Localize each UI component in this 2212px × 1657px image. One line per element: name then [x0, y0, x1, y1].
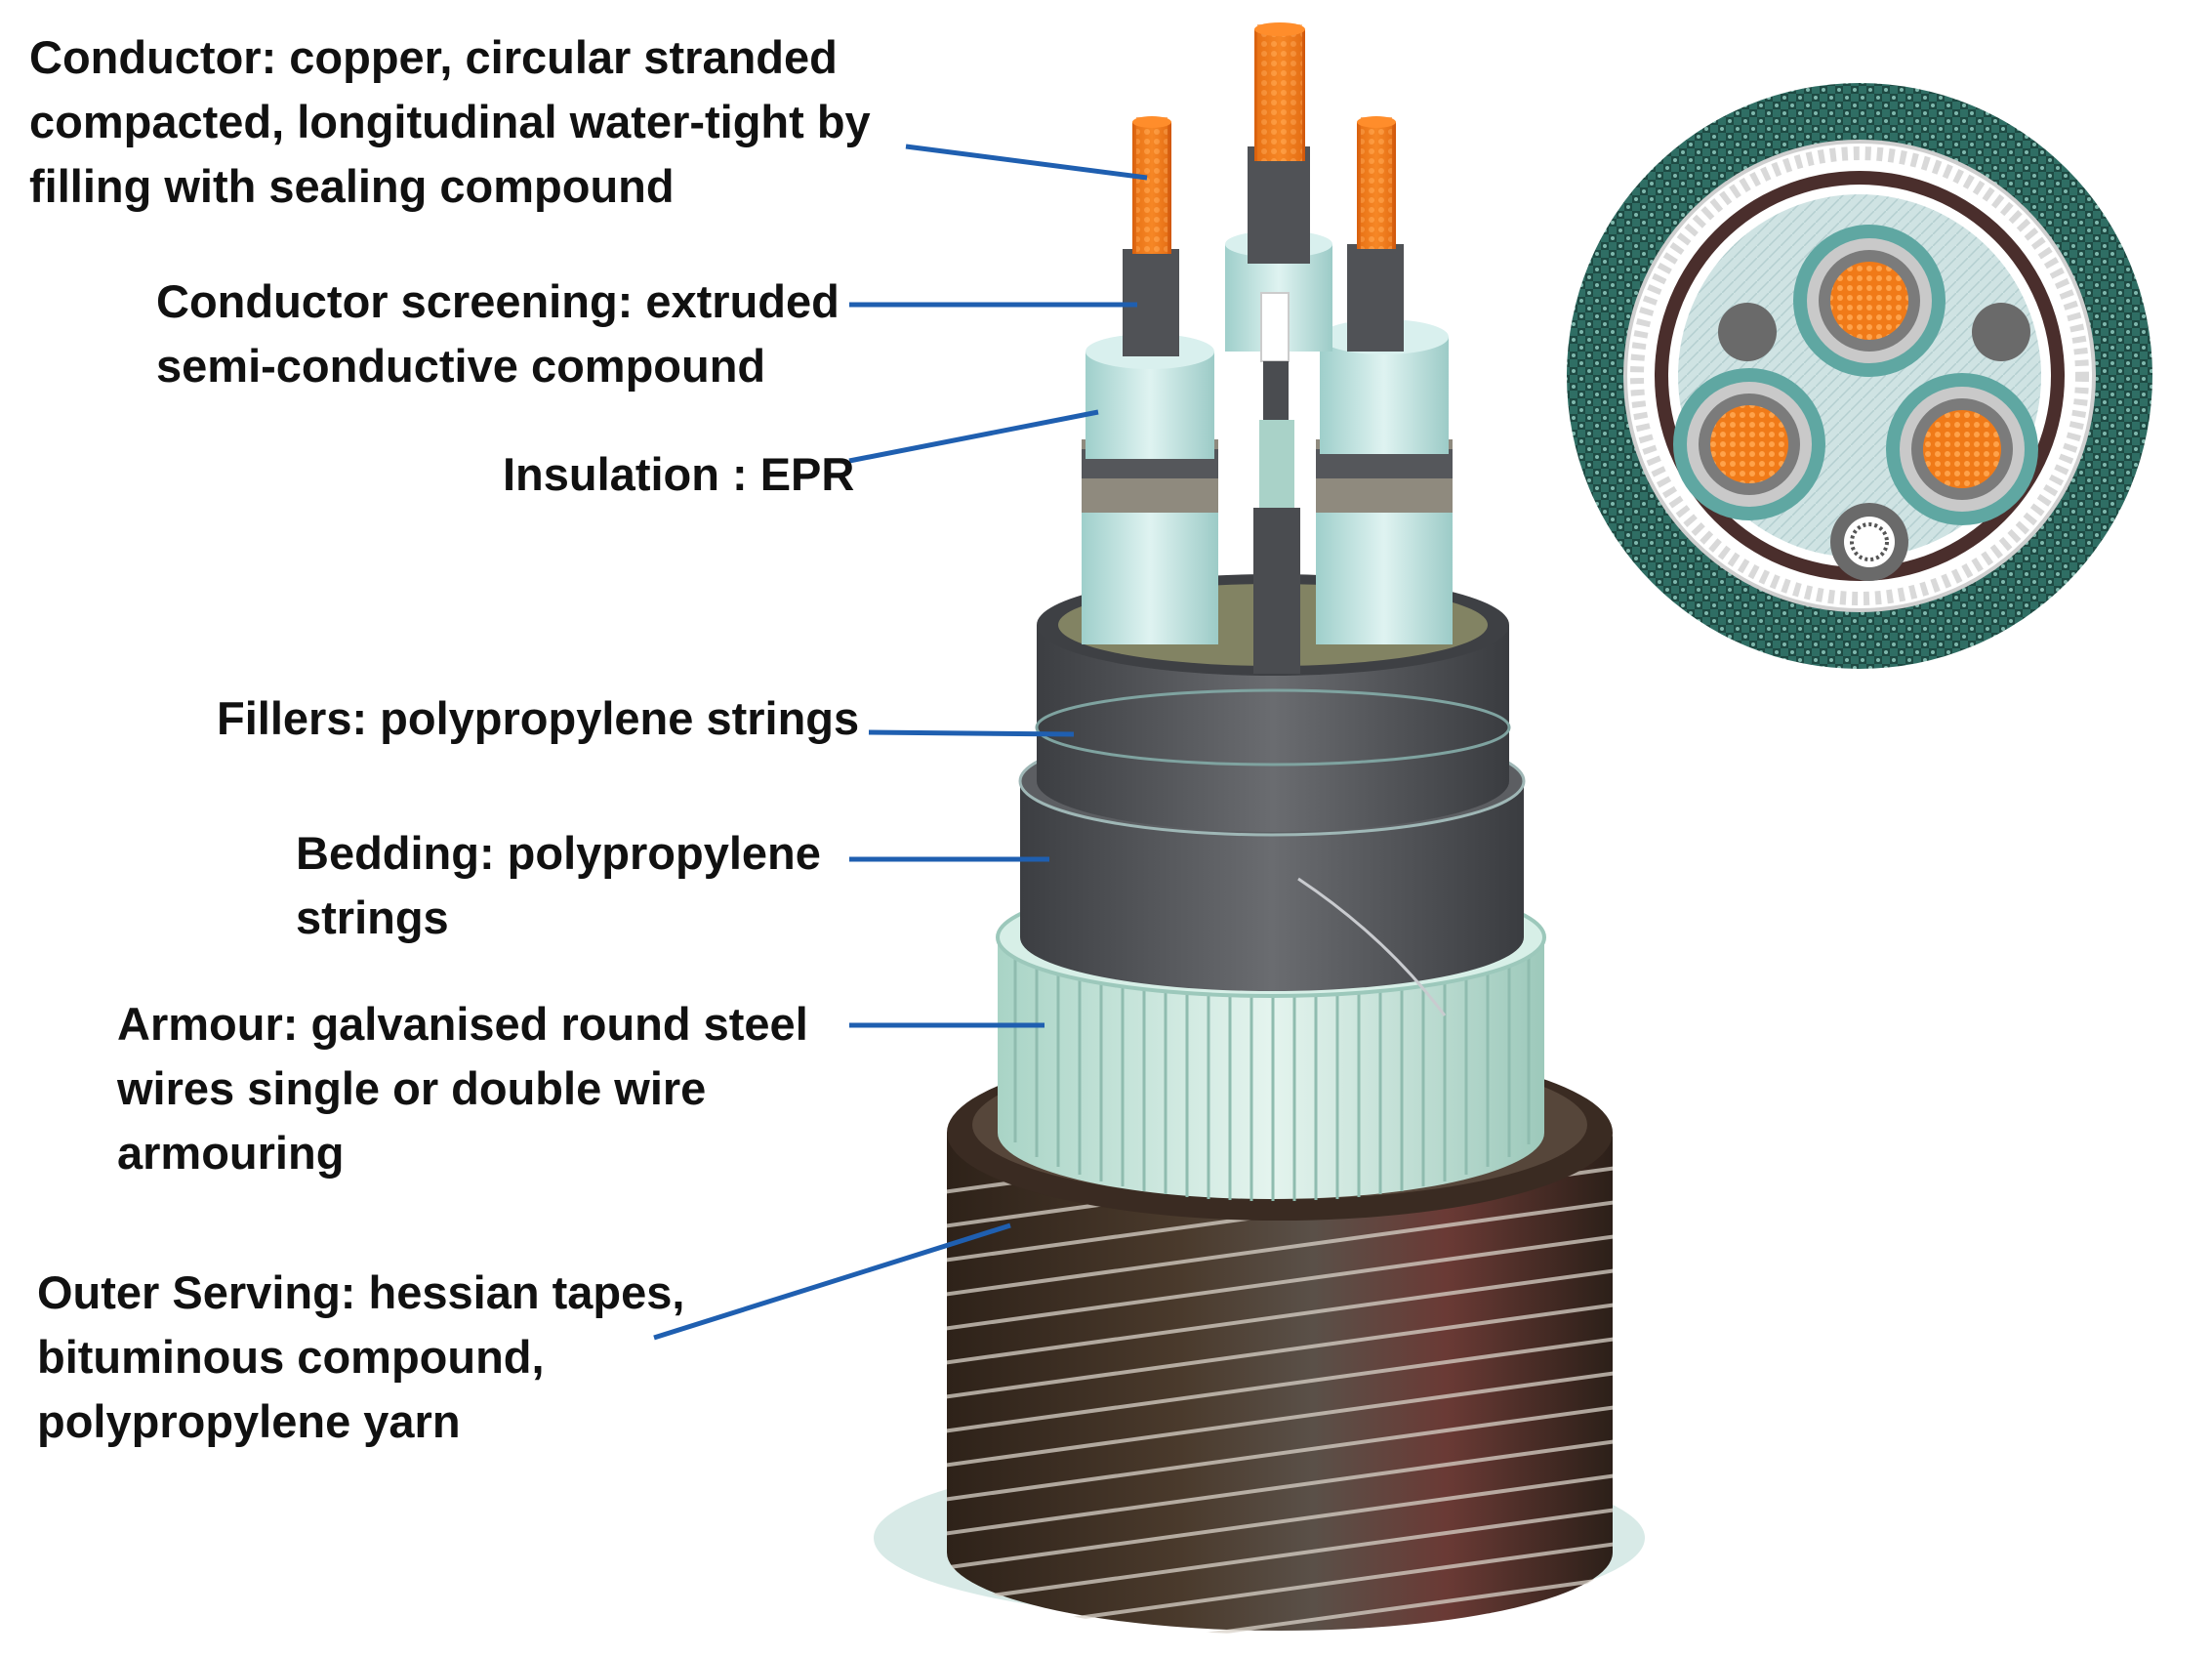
label-armour: Armour: galvanised round steel wires sin… [116, 998, 821, 1179]
cross-section-core-right [1886, 373, 2038, 525]
core-left [1082, 117, 1218, 644]
label-insulation: Insulation : EPR [503, 448, 854, 500]
cable-3d-illustration [874, 22, 1645, 1635]
core-center [1225, 24, 1332, 352]
leader-lines [653, 144, 1148, 1341]
label-conductor: Conductor: copper, circular stranded com… [29, 31, 883, 212]
cross-section-optical-unit [1830, 503, 1908, 581]
leader-insulation [848, 409, 1099, 464]
cross-section-core-top [1793, 225, 1946, 377]
label-bedding: Bedding: polypropylene strings [296, 827, 834, 943]
leader-outer-serving [653, 1222, 1011, 1341]
cross-section-core-left [1673, 368, 1825, 520]
label-outer-serving: Outer Serving: hessian tapes, bituminous… [37, 1266, 698, 1447]
cable-cross-section [1567, 83, 2152, 669]
label-fillers: Fillers: polypropylene strings [217, 692, 859, 744]
cross-section-filler-right [1972, 303, 2030, 361]
core-right [1316, 117, 1453, 644]
central-optical-unit [1253, 292, 1300, 674]
leader-conductor [905, 144, 1148, 181]
cross-section-filler-left [1718, 303, 1777, 361]
label-conductor-screening: Conductor screening: extruded semi-condu… [156, 275, 852, 392]
leader-fillers [868, 729, 1075, 737]
